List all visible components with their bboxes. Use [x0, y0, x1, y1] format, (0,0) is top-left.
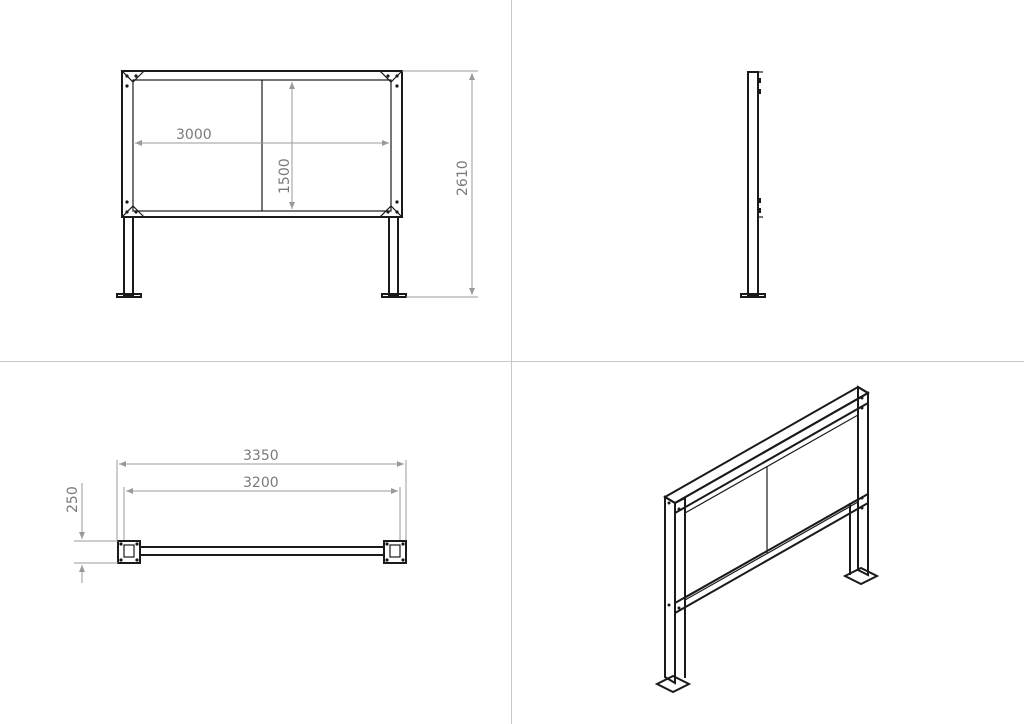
front-left-leg [123, 216, 134, 296]
dim-label-3350: 3350 [243, 448, 279, 464]
front-right-baseplate [381, 293, 407, 298]
view-divider-vertical [511, 0, 512, 724]
side-baseplate [740, 293, 766, 298]
iso-left-post-top [674, 497, 686, 504]
top-beam [139, 546, 385, 556]
front-corner-gussets [120, 70, 404, 218]
iso-bolt-holes [667, 396, 864, 610]
isometric-view [654, 385, 880, 694]
front-right-leg [388, 216, 399, 296]
side-view [740, 71, 766, 298]
iso-bottom-rail-edge [684, 501, 859, 601]
front-left-baseplate [116, 293, 142, 298]
dim-label-3000: 3000 [176, 127, 212, 143]
view-divider-horizontal [0, 361, 1024, 362]
top-view: 3350 3200 250 [65, 448, 407, 583]
iso-left-post-side [664, 495, 676, 685]
top-left-post [123, 544, 135, 558]
dim-label-250: 250 [65, 486, 81, 513]
iso-bottom-rail [674, 492, 869, 615]
front-view: 3000 1500 2610 [116, 70, 478, 298]
dim-label-3200: 3200 [243, 475, 279, 491]
dim-label-1500: 1500 [277, 158, 293, 194]
side-bolt-heads [758, 78, 761, 213]
front-frame-outer [121, 70, 403, 218]
iso-panel [684, 413, 859, 600]
iso-top-rail-front [674, 391, 869, 515]
iso-left-baseplate [654, 674, 692, 694]
side-post [747, 71, 759, 297]
top-right-post [389, 544, 401, 558]
dim-label-2610: 2610 [455, 160, 471, 196]
top-bolt-holes [119, 542, 405, 562]
iso-right-post-side [857, 385, 869, 577]
front-bolt-holes [125, 74, 399, 214]
iso-right-baseplate [842, 566, 880, 586]
